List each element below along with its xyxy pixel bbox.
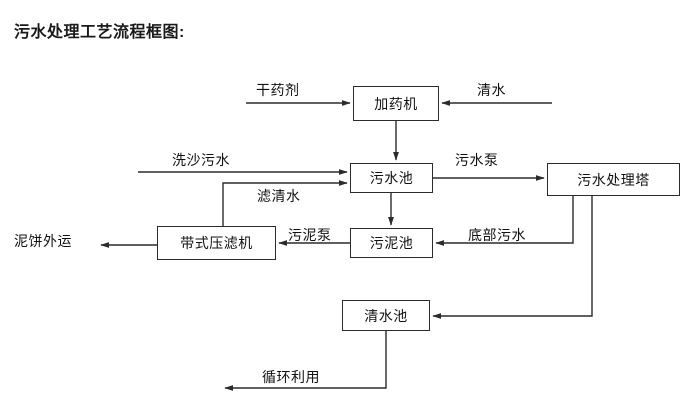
edge-label-sand-wash-sewage: 洗沙污水 [172,152,230,168]
edge-label-clean-water: 清水 [477,82,506,98]
terminal-label-mud-cake-out: 泥饼外运 [14,233,72,249]
node-label: 污水处理塔 [577,171,650,188]
node-sludge-pool[interactable]: 污泥池 [350,228,433,258]
node-sewage-pool[interactable]: 污水池 [350,163,433,193]
edge-tower-to-clean-pool [432,196,593,319]
node-label: 污水池 [369,170,414,186]
node-dosing-machine[interactable]: 加药机 [353,86,439,121]
edge-label-sludge-pump: 污泥泵 [288,227,332,243]
edge-filtrate-to-sewage-pool [222,180,348,226]
edge-clean-pool-to-recycle [224,331,387,391]
page-title: 污水处理工艺流程框图: [14,24,185,41]
edge-label-recycle-use: 循环利用 [262,369,320,385]
edge-tower-to-sludge-pool [435,196,574,246]
node-clean-water-pool[interactable]: 清水池 [342,300,430,331]
node-label: 带式压滤机 [180,235,253,251]
edge-label-dry-agent: 干药剂 [256,82,300,98]
node-label: 污泥池 [369,235,414,251]
node-belt-filter-press[interactable]: 带式压滤机 [157,226,276,260]
node-treatment-tower[interactable]: 污水处理塔 [547,163,680,196]
edge-label-filtrate-water: 滤清水 [257,188,301,204]
edge-label-bottom-sewage: 底部污水 [468,227,526,243]
node-label: 清水池 [364,307,408,324]
edge-label-sewage-pump: 污水泵 [455,152,499,168]
node-label: 加药机 [374,95,418,112]
